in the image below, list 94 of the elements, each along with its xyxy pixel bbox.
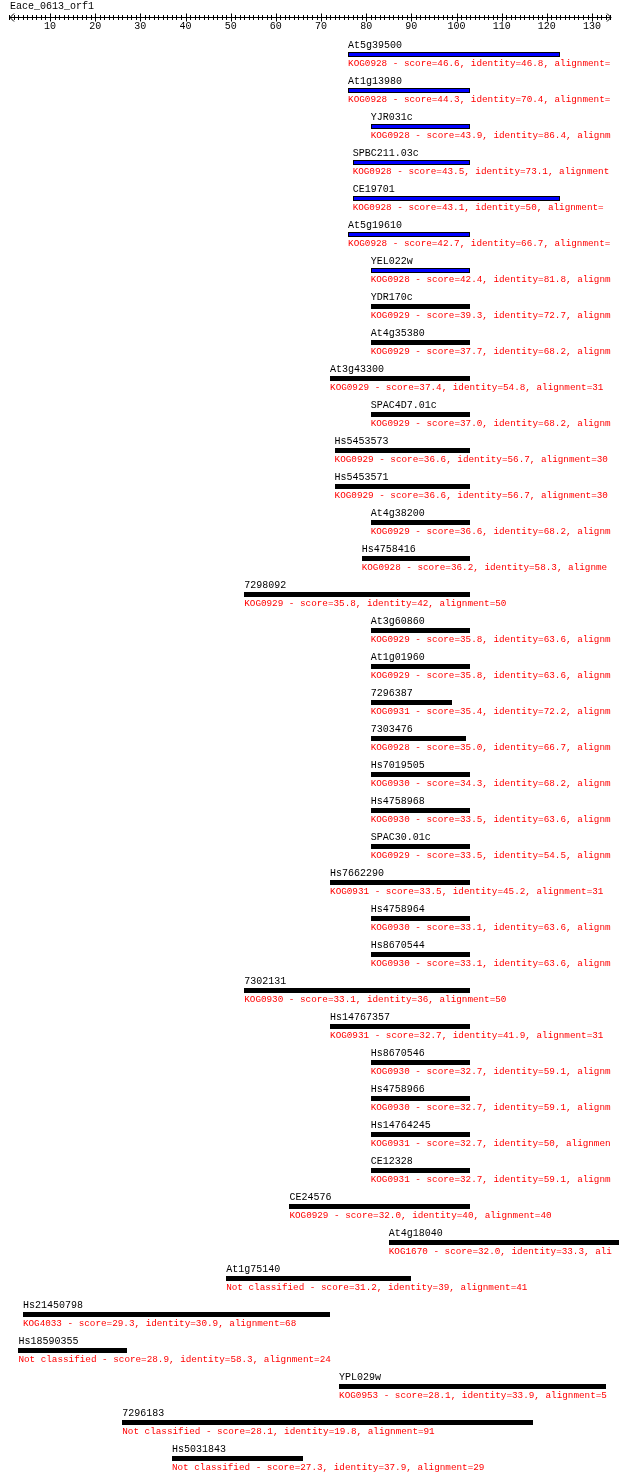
hit-description: KOG0930 - score=33.1, identity=36, alignment=50	[244, 994, 507, 1005]
hit-description: KOG0928 - score=42.7, identity=66.7, alignment=	[348, 238, 611, 249]
sequence-name: Hs5453571	[334, 472, 389, 483]
sequence-name: Hs5453573	[334, 436, 389, 447]
hit-description: KOG0928 - score=44.3, identity=70.4, alignment=	[348, 94, 611, 105]
hit-description: KOG0929 - score=39.3, identity=72.7, alignm	[370, 310, 611, 321]
hit-description: KOG0930 - score=33.1, identity=63.6, alignm	[370, 922, 611, 933]
sequence-name: YEL022w	[370, 256, 413, 267]
sequence-name: At4g35380	[370, 328, 425, 339]
hit-description: KOG0930 - score=32.7, identity=59.1, alignm	[370, 1102, 611, 1113]
sequence-name: At3g43300	[330, 364, 385, 375]
sequence-title: Eace_0613_orf1	[10, 1, 94, 12]
hit-description: KOG0928 - score=43.5, identity=73.1, alignment	[352, 166, 610, 177]
tick-label: 110	[492, 21, 511, 32]
sequence-name: At5g19610	[348, 220, 403, 231]
hit-description: KOG0929 - score=35.8, identity=63.6, alignm	[370, 634, 611, 645]
hit-description: Not classified - score=28.1, identity=19.8, alignment=91	[122, 1426, 435, 1437]
sequence-name: 7303476	[370, 724, 413, 735]
sequence-name: 7302131	[244, 976, 287, 987]
tick-label: 30	[134, 21, 147, 32]
hit-description: KOG0928 - score=36.2, identity=58.3, alignme	[361, 562, 608, 573]
hit-description: KOG0929 - score=36.6, identity=56.7, alignment=30	[334, 490, 608, 501]
sequence-name: At4g38200	[370, 508, 425, 519]
sequence-name: Hs14764245	[370, 1120, 431, 1131]
sequence-name: Hs4758964	[370, 904, 425, 915]
hit-description: KOG0929 - score=37.4, identity=54.8, alignment=31	[330, 382, 604, 393]
tick-label: 10	[44, 21, 56, 32]
sequence-name: At1g01960	[370, 652, 425, 663]
sequence-name: Hs8670544	[370, 940, 425, 951]
sequence-name: YJR031c	[370, 112, 413, 123]
hit-description: KOG1670 - score=32.0, identity=33.3, ali	[388, 1246, 612, 1257]
hit-description: Not classified - score=31.2, identity=39, alignment=41	[226, 1282, 528, 1293]
sequence-name: 7296183	[122, 1408, 165, 1419]
tick-label: 100	[447, 21, 466, 32]
tick-label: 40	[179, 21, 192, 32]
sequence-name: YPL029w	[339, 1372, 382, 1383]
hit-description: KOG0928 - score=46.6, identity=46.8, alignment=	[348, 58, 611, 69]
sequence-name: CE19701	[352, 184, 395, 195]
hit-description: Not classified - score=28.9, identity=58.3, alignment=24	[18, 1354, 331, 1365]
hit-description: KOG0930 - score=34.3, identity=68.2, alignm	[370, 778, 611, 789]
sequence-name: CE24576	[289, 1192, 332, 1203]
hit-description: KOG0928 - score=35.0, identity=66.7, alignm	[370, 742, 611, 753]
tick-label: 90	[405, 21, 418, 32]
hit-description: KOG4033 - score=29.3, identity=30.9, alignment=68	[22, 1318, 297, 1329]
hit-description: KOG0931 - score=32.7, identity=50, alignmen	[370, 1138, 611, 1149]
hit-description: KOG0928 - score=42.4, identity=81.8, alignm	[370, 274, 611, 285]
sequence-name: 7298092	[244, 580, 287, 591]
hit-description: KOG0930 - score=32.7, identity=59.1, alignm	[370, 1066, 611, 1077]
hit-description: KOG0931 - score=35.4, identity=72.2, alignm	[370, 706, 611, 717]
hit-description: KOG0929 - score=33.5, identity=54.5, alignm	[370, 850, 611, 861]
tick-label: 130	[583, 21, 602, 32]
hit-description: KOG0928 - score=43.9, identity=86.4, alignm	[370, 130, 611, 141]
sequence-name: At5g39500	[348, 40, 403, 51]
sequence-name: Hs5031843	[171, 1444, 226, 1455]
sequence-name: At1g75140	[226, 1264, 281, 1275]
sequence-name: Hs18590355	[18, 1336, 79, 1347]
sequence-name: Hs4758968	[370, 796, 425, 807]
hit-description: KOG0929 - score=37.0, identity=68.2, alignm	[370, 418, 611, 429]
sequence-name: Hs7662290	[330, 868, 385, 879]
tick-label: 60	[269, 21, 282, 32]
hit-description: KOG0929 - score=36.6, identity=56.7, alignment=30	[334, 454, 608, 465]
tick-label: 70	[315, 21, 327, 32]
hit-description: KOG0931 - score=32.7, identity=41.9, alignment=31	[330, 1030, 604, 1041]
hit-description: KOG0931 - score=33.5, identity=45.2, alignment=31	[330, 886, 604, 897]
sequence-name: SPBC211.03c	[352, 148, 419, 159]
sequence-name: YDR170c	[370, 292, 413, 303]
sequence-name: SPAC30.01c	[370, 832, 431, 843]
hit-description: KOG0931 - score=32.7, identity=59.1, alignm	[370, 1174, 611, 1185]
hit-description: KOG0929 - score=35.8, identity=42, alignment=50	[244, 598, 507, 609]
hit-description: KOG0928 - score=43.1, identity=50, alignment=	[352, 202, 604, 213]
tick-label: 20	[89, 21, 102, 32]
hit-description: KOG0953 - score=28.1, identity=33.9, alignment=5	[339, 1390, 607, 1401]
hit-description: KOG0930 - score=33.1, identity=63.6, alignm	[370, 958, 611, 969]
sequence-name: Hs4758416	[361, 544, 416, 555]
sequence-name: Hs7019505	[370, 760, 425, 771]
sequence-name: At4g18040	[388, 1228, 443, 1239]
sequence-name: At3g60860	[370, 616, 425, 627]
tick-label: 120	[537, 21, 556, 32]
hit-description: KOG0930 - score=33.5, identity=63.6, alignm	[370, 814, 611, 825]
sequence-name: CE12328	[370, 1156, 413, 1167]
sequence-name: 7296387	[370, 688, 413, 699]
hit-description: Not classified - score=27.3, identity=37.9, alignment=29	[171, 1462, 485, 1473]
sequence-name: Hs21450798	[22, 1300, 83, 1311]
sequence-name: Hs4758966	[370, 1084, 425, 1095]
sequence-name: At1g13980	[348, 76, 403, 87]
hit-description: KOG0929 - score=32.0, identity=40, alignment=40	[289, 1210, 552, 1221]
hit-description: KOG0929 - score=37.7, identity=68.2, alignm	[370, 346, 611, 357]
tick-label: 80	[360, 21, 373, 32]
hit-description: KOG0929 - score=36.6, identity=68.2, alignm	[370, 526, 611, 537]
hit-description: KOG0929 - score=35.8, identity=63.6, alignm	[370, 670, 611, 681]
sequence-name: Hs14767357	[330, 1012, 391, 1023]
sequence-name: Hs8670546	[370, 1048, 425, 1059]
tick-label: 50	[224, 21, 237, 32]
sequence-name: SPAC4D7.01c	[370, 400, 437, 411]
